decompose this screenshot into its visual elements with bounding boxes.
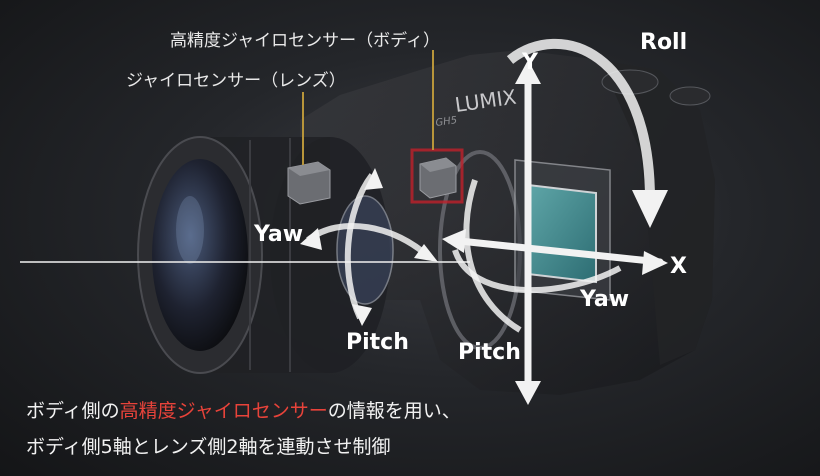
- x-axis-label: X: [670, 254, 687, 279]
- caption-line-1-start: ボディ側の: [26, 400, 120, 422]
- yaw-lens-label: Yaw: [254, 222, 304, 247]
- image-sensor: [527, 183, 597, 284]
- caption-line-1: ボディ側の高精度ジャイロセンサーの情報を用い、: [26, 396, 461, 423]
- yaw-body-arc: [452, 248, 622, 294]
- lens-glass: [152, 159, 248, 351]
- gyro-body-cube: [410, 148, 464, 204]
- caption-line-1-end: の情報を用い、: [327, 400, 461, 422]
- yaw-body-label: Yaw: [580, 287, 630, 312]
- x-axis-arrow: [446, 236, 664, 266]
- pitch-lens-arc: [344, 173, 375, 320]
- caption-highlight: 高精度ジャイロセンサー: [119, 400, 328, 422]
- camera-grip: [600, 60, 715, 365]
- yaw-lens-arc: [306, 223, 433, 261]
- gyro-lens-cube: [287, 161, 331, 205]
- pitch-lens-label: Pitch: [346, 330, 409, 355]
- camera-body: [300, 50, 715, 395]
- pitch-body-arc: [463, 179, 522, 333]
- pitch-body-label: Pitch: [458, 340, 521, 365]
- gyro-body-label: 高精度ジャイロセンサー（ボディ）: [170, 31, 440, 51]
- gyro-lens-label: ジャイロセンサー（レンズ）: [126, 71, 346, 91]
- caption-line-2: ボディ側5軸とレンズ側2軸を連動させ制御: [26, 436, 391, 458]
- y-axis-label: Y: [522, 50, 538, 75]
- roll-label: Roll: [640, 30, 688, 55]
- roll-arc: [506, 38, 655, 201]
- model-logo: GH5: [435, 115, 458, 129]
